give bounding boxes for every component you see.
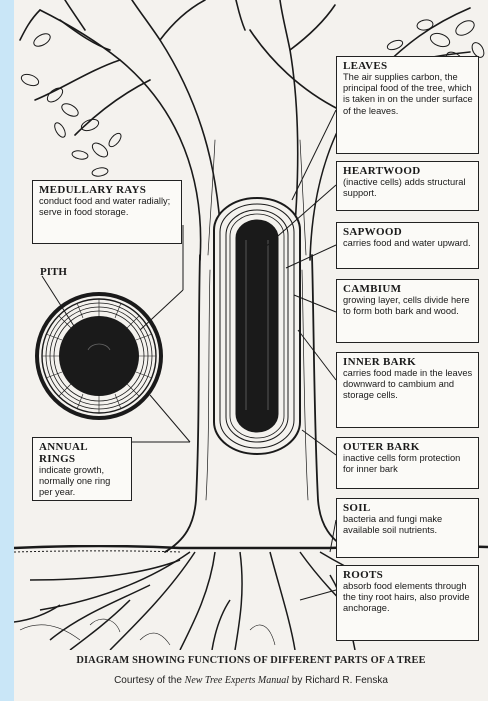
heartwood-desc: (inactive cells) adds structural support… <box>343 177 473 199</box>
roots-label: ROOTS absorb food elements through the t… <box>336 565 479 641</box>
diagram-credit: Courtesy of the New Tree Experts Manual … <box>14 675 488 686</box>
medullary-rays-title: MEDULLARY RAYS <box>39 184 176 196</box>
inner-bark-desc: carries food made in the leaves downward… <box>343 368 473 402</box>
soil-desc: bacteria and fungi make available soil n… <box>343 514 473 536</box>
annual-rings-title: ANNUAL RINGS <box>39 441 126 465</box>
outer-bark-title: OUTER BARK <box>343 441 473 453</box>
annual-rings-desc: indicate growth, normally one ring per y… <box>39 465 126 499</box>
soil-title: SOIL <box>343 502 473 514</box>
credit-prefix: Courtesy of the <box>114 675 185 686</box>
diagram-caption: DIAGRAM SHOWING FUNCTIONS OF DIFFERENT P… <box>14 655 488 666</box>
soil-label: SOIL bacteria and fungi make available s… <box>336 498 479 558</box>
pith-label: PITH <box>40 266 67 278</box>
leaves-title: LEAVES <box>343 60 473 72</box>
cambium-desc: growing layer, cells divide here to form… <box>343 295 473 317</box>
sapwood-label: SAPWOOD carries food and water upward. <box>336 222 479 269</box>
roots-desc: absorb food elements through the tiny ro… <box>343 581 473 615</box>
cambium-title: CAMBIUM <box>343 283 473 295</box>
inner-bark-label: INNER BARK carries food made in the leav… <box>336 352 479 428</box>
medullary-rays-label: MEDULLARY RAYS conduct food and water ra… <box>32 180 182 244</box>
leaves-label: LEAVES The air supplies carbon, the prin… <box>336 56 479 154</box>
outer-bark-desc: inactive cells form protection for inner… <box>343 453 473 475</box>
trunk-cutaway <box>214 198 300 454</box>
heartwood-label: HEARTWOOD (inactive cells) adds structur… <box>336 161 479 211</box>
cambium-label: CAMBIUM growing layer, cells divide here… <box>336 279 479 343</box>
medullary-rays-desc: conduct food and water radially; serve i… <box>39 196 176 218</box>
credit-book: New Tree Experts Manual <box>185 675 289 686</box>
leaves-desc: The air supplies carbon, the principal f… <box>343 72 473 117</box>
cross-section-disc <box>37 294 161 418</box>
credit-suffix: by Richard R. Fenska <box>289 675 388 686</box>
outer-bark-label: OUTER BARK inactive cells form protectio… <box>336 437 479 489</box>
heartwood-title: HEARTWOOD <box>343 165 473 177</box>
sapwood-desc: carries food and water upward. <box>343 238 473 249</box>
roots-title: ROOTS <box>343 569 473 581</box>
inner-bark-title: INNER BARK <box>343 356 473 368</box>
sapwood-title: SAPWOOD <box>343 226 473 238</box>
annual-rings-label: ANNUAL RINGS indicate growth, normally o… <box>32 437 132 501</box>
